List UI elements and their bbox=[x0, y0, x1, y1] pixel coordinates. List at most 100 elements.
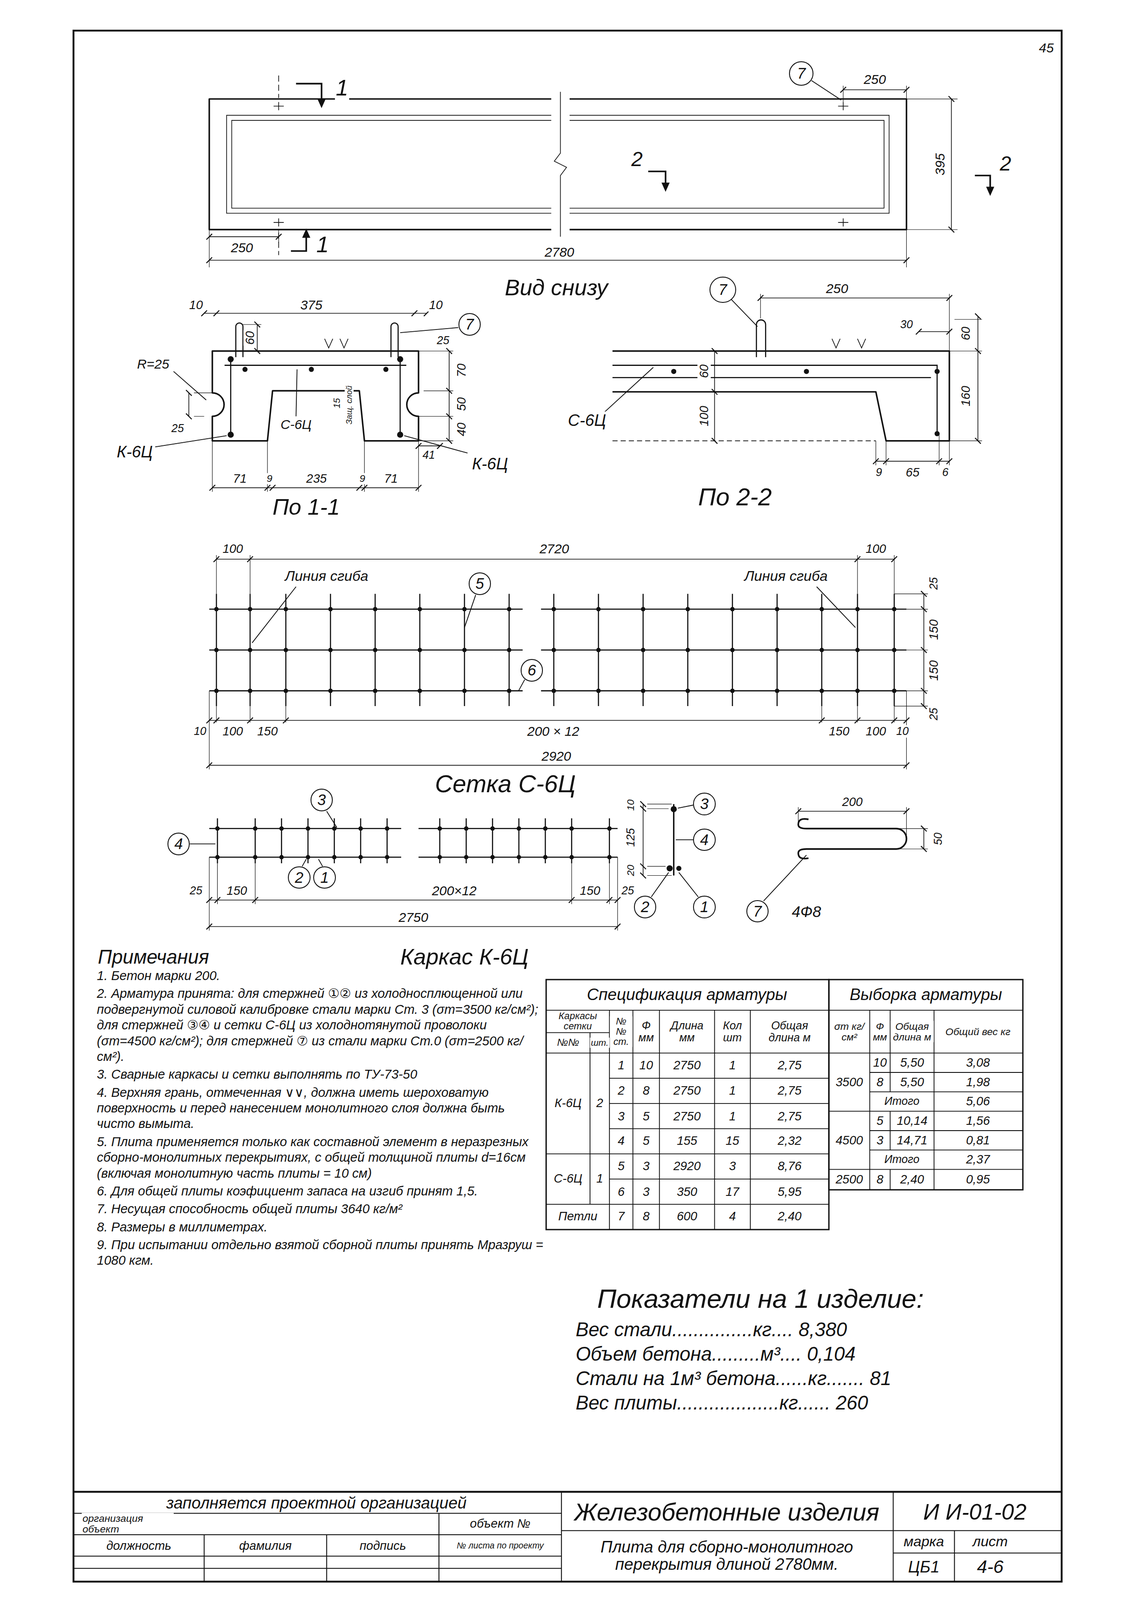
callout-number: 7 bbox=[746, 900, 770, 924]
drawing-label: 2780 bbox=[543, 244, 575, 260]
drawing-label: подпись bbox=[358, 1539, 407, 1554]
drawing-label: 3 bbox=[875, 1134, 885, 1148]
drawing-label: Каркас К-6Ц bbox=[399, 944, 530, 970]
callout-number: 1 bbox=[693, 896, 716, 919]
drawing-label: 9 bbox=[265, 473, 274, 485]
drawing-label: 1 bbox=[728, 1110, 737, 1124]
callout-text: 7 bbox=[465, 316, 474, 332]
drawing-label: По 1-1 bbox=[271, 494, 341, 520]
drawing-label: R=25 bbox=[136, 357, 171, 372]
drawing-label: 10 bbox=[895, 725, 910, 739]
drawing-label: 41 bbox=[421, 449, 436, 462]
drawing-label: Линия сгиба bbox=[743, 569, 829, 585]
extension-lines bbox=[194, 85, 983, 932]
callout-text: 1 bbox=[700, 899, 709, 915]
drawing-label: И И-01-02 bbox=[922, 1500, 1028, 1526]
drawing-label: 100 bbox=[864, 725, 887, 739]
callout-number: 7 bbox=[709, 276, 737, 304]
drawing-label: 350 bbox=[675, 1185, 698, 1200]
drawing-label: 3500 bbox=[834, 1076, 864, 1090]
drawing-label: 2 bbox=[998, 151, 1013, 175]
drawing-label: 30 bbox=[899, 318, 914, 331]
drawing-label: 5 bbox=[641, 1110, 651, 1124]
drawing-label: 17 bbox=[724, 1185, 741, 1200]
drawing-label: С-6Ц bbox=[279, 417, 313, 432]
callout-number: 1 bbox=[313, 866, 336, 890]
drawing-label: 10 bbox=[428, 298, 444, 312]
drawing-label: 150 bbox=[256, 725, 279, 739]
drawing-label: организация объект bbox=[81, 1513, 174, 1535]
drawing-label: 100 bbox=[864, 542, 887, 556]
drawing-label: 5 bbox=[617, 1159, 626, 1174]
drawing-label: 2,75 bbox=[776, 1059, 803, 1073]
drawing-label: 2 bbox=[617, 1084, 626, 1098]
drawing-label: 5,50 bbox=[899, 1076, 925, 1090]
drawing-label: 5,50 bbox=[899, 1056, 925, 1070]
drawing-label: 2 bbox=[595, 1096, 604, 1111]
drawing-label: 2500 bbox=[834, 1173, 864, 1187]
drawing-label: 3 bbox=[728, 1159, 737, 1174]
note-text: 7. Несущая способность общей плиты 3640 … bbox=[96, 1201, 546, 1218]
drawing-label: Ф мм bbox=[870, 1021, 889, 1043]
drawing-label: 2 bbox=[630, 147, 644, 171]
callout-text: 7 bbox=[718, 282, 727, 298]
drawing-label: Итого bbox=[883, 1153, 921, 1167]
drawing-label: Сетка С-6Ц bbox=[434, 770, 577, 798]
leader-lines bbox=[155, 80, 856, 902]
callout-text: 7 bbox=[753, 904, 762, 920]
callout-number: 7 bbox=[458, 313, 482, 336]
drawing-label: 100 bbox=[221, 725, 244, 739]
callout-text: 4 bbox=[700, 832, 709, 848]
drawing-label: Спецификация арматуры bbox=[585, 986, 789, 1005]
drawing-label: К-6Ц bbox=[553, 1096, 583, 1111]
drawing-label: №№ ст. bbox=[609, 1016, 633, 1048]
drawing-label: 2750 bbox=[672, 1059, 702, 1073]
note-text: 4. Верхняя грань, отмеченная ∨∨, должна … bbox=[96, 1085, 546, 1133]
drawing-label: 25 bbox=[928, 576, 941, 591]
drawing-label: Длина мм bbox=[660, 1020, 714, 1044]
callout-text: 3 bbox=[317, 792, 326, 808]
callout-number: 4 bbox=[167, 833, 191, 856]
drawing-label: 1 bbox=[595, 1172, 604, 1186]
drawing-label: 14,71 bbox=[896, 1134, 929, 1148]
drawing-label: 25 bbox=[620, 884, 635, 898]
thin-lines bbox=[226, 75, 889, 442]
drawing-label: №№ bbox=[556, 1037, 581, 1049]
drawing-label: 50 bbox=[454, 396, 468, 413]
drawing-label: 40 bbox=[454, 422, 468, 438]
drawing-label: 25 bbox=[928, 707, 941, 722]
drawing-label: 50 bbox=[932, 832, 945, 847]
note-text: 8. Размеры в миллиметрах. bbox=[96, 1219, 546, 1236]
drawing-label: 9 bbox=[874, 466, 883, 479]
drawing-label: 70 bbox=[454, 362, 468, 379]
callout-number: 3 bbox=[693, 793, 716, 816]
drawing-label: По 2-2 bbox=[697, 483, 774, 511]
drawing-label: 10 bbox=[872, 1056, 888, 1070]
drawing-label: 150 bbox=[828, 725, 851, 739]
drawing-label: 25 bbox=[170, 422, 185, 435]
drawing-label: 5,95 bbox=[776, 1185, 803, 1200]
drawing-label: Примечания bbox=[96, 946, 210, 969]
section-arrows bbox=[302, 99, 995, 239]
note-text: 3. Сварные каркасы и сетки выполнять по … bbox=[96, 1067, 546, 1083]
drawing-label: 15 bbox=[331, 397, 343, 410]
drawing-label: 4 bbox=[617, 1134, 626, 1148]
sheet-frame bbox=[73, 30, 1062, 1583]
drawing-label: 25 bbox=[435, 334, 451, 348]
title-block-lines bbox=[73, 1492, 1062, 1583]
drawing-label: 5 bbox=[641, 1134, 651, 1148]
drawing-label: 25 bbox=[188, 884, 204, 898]
drawing-label: 4 bbox=[728, 1210, 737, 1224]
note-text: 5. Плита применяется только как составно… bbox=[96, 1134, 546, 1182]
drawing-label: 1 bbox=[728, 1084, 737, 1098]
drawing-label: 71 bbox=[383, 471, 399, 486]
drawing-label: 2750 bbox=[672, 1084, 702, 1098]
rebar-dots bbox=[227, 356, 940, 872]
callout-text: 2 bbox=[641, 899, 650, 915]
drawing-label: 1 bbox=[334, 75, 350, 101]
drawing-label: 395 bbox=[932, 152, 948, 177]
dimension-lines bbox=[188, 89, 978, 927]
drawing-label: 5,06 bbox=[964, 1095, 991, 1109]
drawing-label: 600 bbox=[675, 1210, 698, 1224]
drawing-label: 3,08 bbox=[964, 1056, 991, 1070]
